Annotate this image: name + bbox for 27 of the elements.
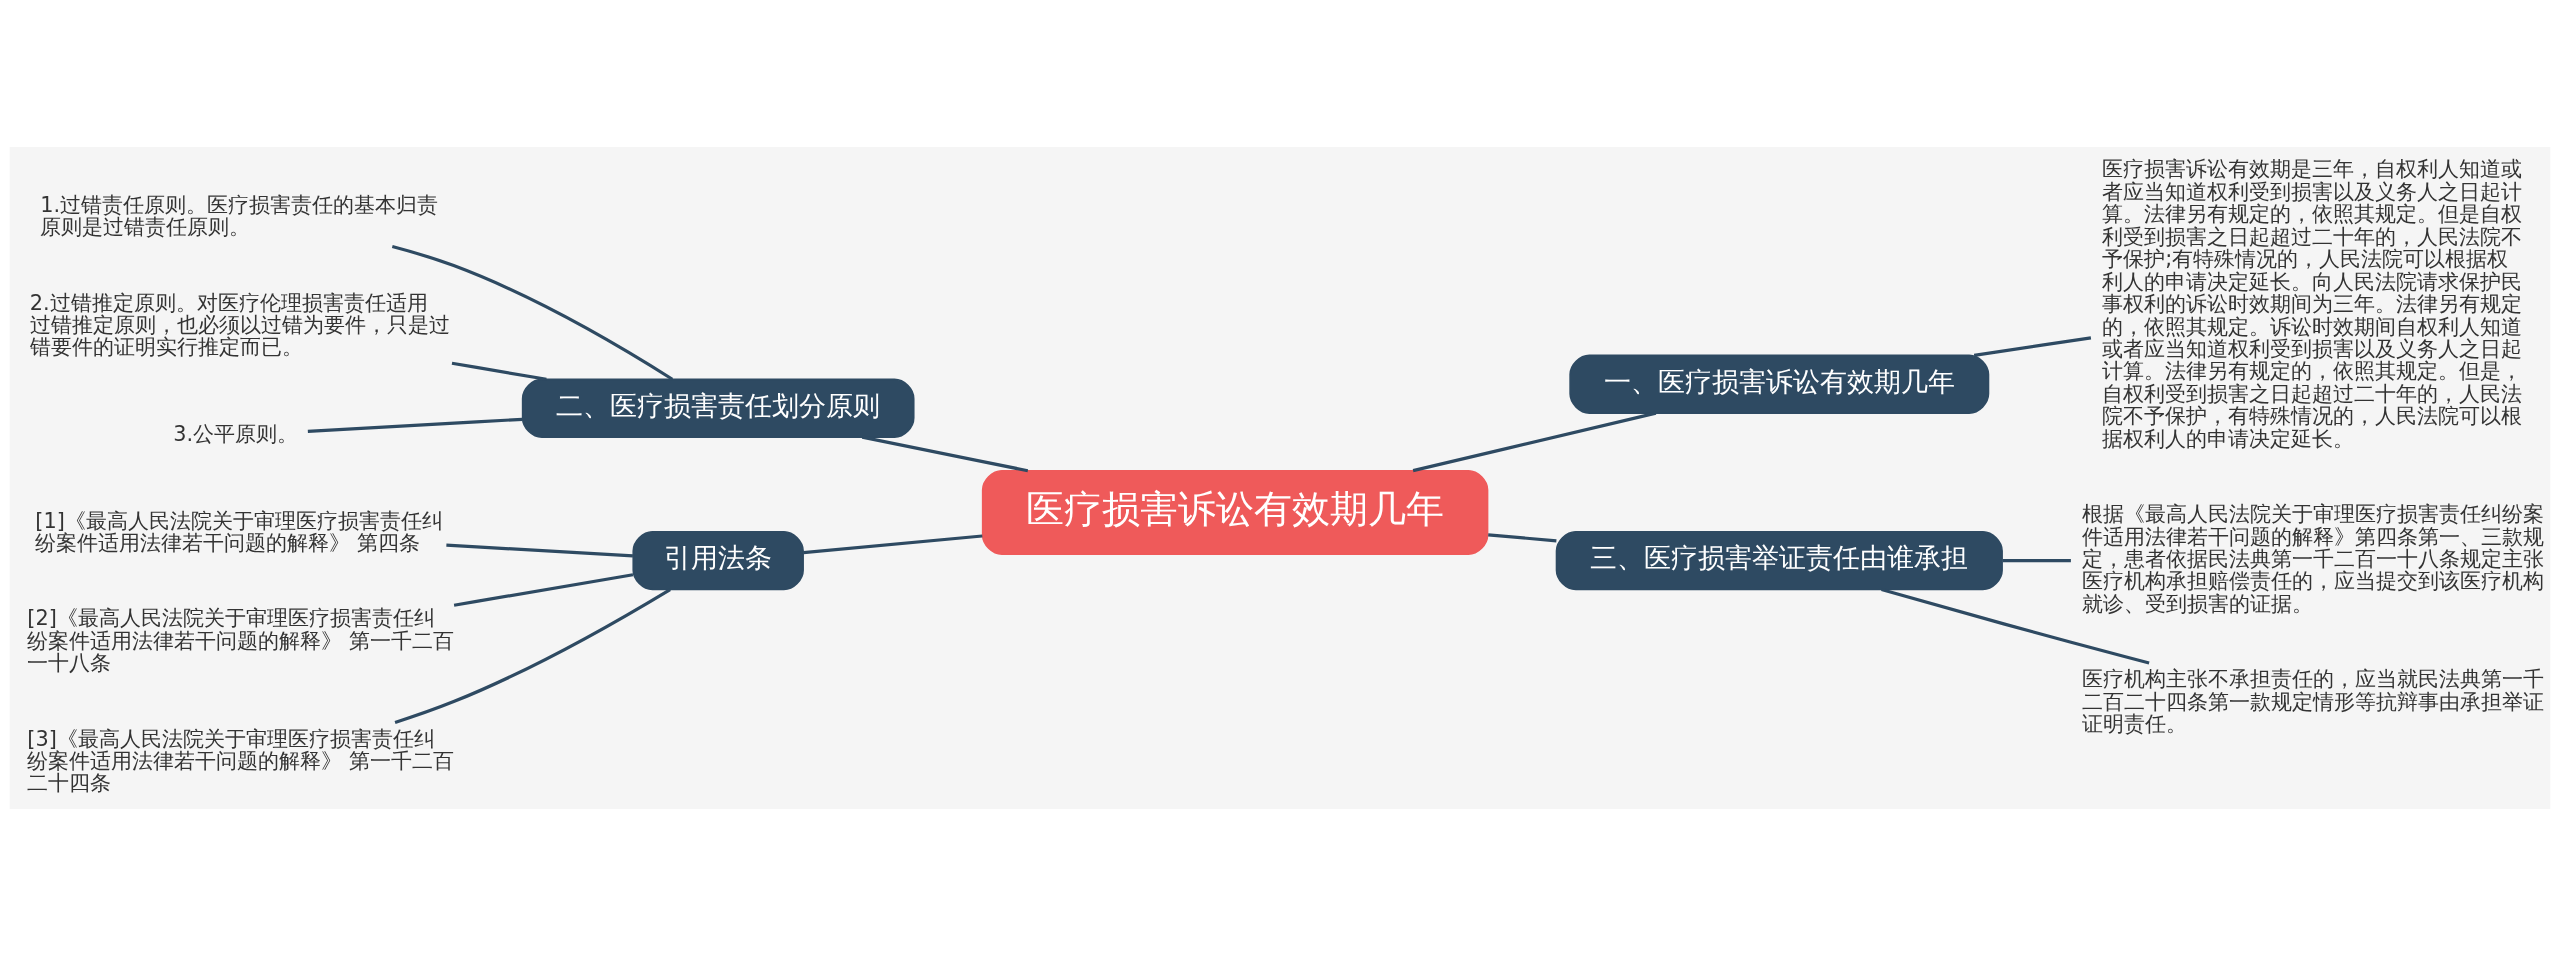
connector [391, 244, 674, 381]
node-text: [2]《最高人民法院关于审理医疗损害责任纠纷案件适用法律若干问题的解释》 第一千二百一十八条 [27, 605, 454, 675]
connector [1412, 411, 1657, 472]
node-text: 1.过错责任原则。医疗损害责任的基本归责原则是过错责任原则。 [40, 192, 439, 239]
connector [453, 572, 634, 607]
connector [1973, 335, 2092, 357]
connector [803, 533, 983, 554]
connector [446, 543, 633, 557]
node-box: 引用法条 [632, 530, 804, 590]
node-box: 一、医疗损害诉讼有效期几年 [1569, 354, 1990, 414]
connector [2002, 558, 2071, 562]
connector [1881, 587, 2150, 665]
node-box: 二、医疗损害责任划分原则 [521, 378, 915, 438]
connector [451, 361, 547, 381]
node-text: 根据《最高人民法院关于审理医疗损害责任纠纷案件适用法律若干问题的解释》第四条第一、三款规定，患者依据民法典第一千二百一十八条规定主张医疗机构承担赔偿责任的，应当提交到该医疗机构就诊、受到损害的证据。 [2082, 501, 2545, 616]
connector [394, 587, 671, 724]
node-text: 医疗损害诉讼有效期是三年，自权利人知道或者应当知道权利受到损害以及义务人之日起计算。法律另有规定的，依照其规定。但是自权利受到损害之日起超过二十年的，人民法院不予保护;有特殊情况的，人民法院可以根据权利人的申请决定延长。向人民法院请求保护民事权利的诉讼时效期间为三年。法律另有规定的，依照其规定。诉讼时效期间自权利人知道或者应当知道权利受到损害以及义务人之日起计算。法律另有规定的，依照其规定。但是，自权利受到损害之日起超过二十年的，人民法院不予保护，有特殊情况的，人民法院可以根据权利人的申请决定延长。 [2102, 156, 2523, 451]
node-text: 医疗机构主张不承担责任的，应当就民法典第一千二百二十四条第一款规定情形等抗辩事由承担举证证明责任。 [2082, 666, 2545, 736]
node-text: 2.过错推定原则。对医疗伦理损害责任适用过错推定原则，也必须以过错为要件，只是过错要件的证明实行推定而已。 [29, 290, 450, 359]
node-text: 3.公平原则。 [173, 421, 299, 446]
connector [1488, 532, 1557, 542]
node-text: [1]《最高人民法院关于审理医疗损害责任纠纷案件适用法律若干问题的解释》 第四条 [35, 508, 443, 555]
connector [861, 435, 1029, 472]
node-text: [3]《最高人民法院关于审理医疗损害责任纠纷案件适用法律若干问题的解释》 第一千二百二十四条 [27, 726, 454, 795]
node-box: 三、医疗损害举证责任由谁承担 [1555, 530, 2003, 590]
connector [307, 417, 523, 433]
node-box: 医疗损害诉讼有效期几年 [981, 469, 1489, 555]
